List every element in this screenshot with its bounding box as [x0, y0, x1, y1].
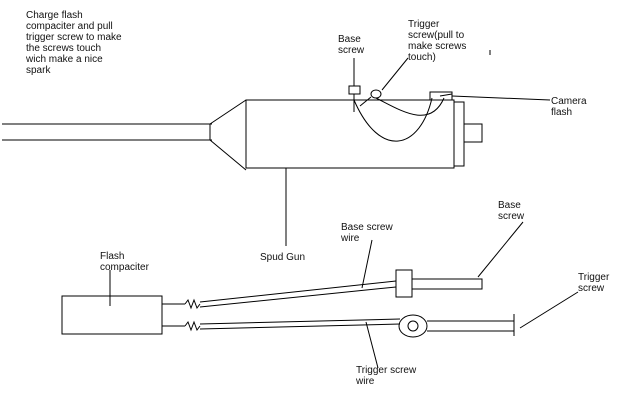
label-base-screw-right: Base screw	[498, 200, 525, 222]
spud-gun-chamber	[245, 99, 483, 169]
flash-compaciter-box	[61, 295, 163, 335]
base-screw-bottom	[395, 269, 483, 298]
camera-flash-unit	[429, 91, 453, 101]
instructions-note: Charge flash compaciter and pull trigger…	[26, 10, 122, 76]
label-trigger-screw-right: Trigger screw	[578, 272, 610, 294]
label-spud-gun: Spud Gun	[260, 252, 306, 263]
top-leader-lines	[285, 50, 551, 246]
top-wires	[353, 97, 445, 142]
trigger-screw-wire	[199, 318, 401, 330]
trigger-screw-bottom	[398, 314, 515, 338]
label-trigger-screw-top: Trigger screw(pull to make screws touch)	[408, 19, 467, 63]
trigger-screw-top	[359, 89, 382, 107]
spud-gun-barrel	[2, 123, 212, 141]
label-flash-compaciter: Flash compaciter	[100, 251, 149, 273]
label-trigger-screw-wire: Trigger screw wire	[356, 365, 417, 387]
bottom-leader-lines	[109, 221, 579, 369]
spud-gun-reducer	[209, 99, 247, 171]
label-camera-flash: Camera flash	[551, 96, 587, 118]
compaciter-leads	[162, 303, 185, 327]
label-base-screw-top: Base screw	[338, 34, 365, 56]
wire-springs	[184, 298, 201, 332]
base-screw-wire	[199, 280, 397, 308]
label-base-screw-wire: Base screw wire	[341, 222, 393, 244]
